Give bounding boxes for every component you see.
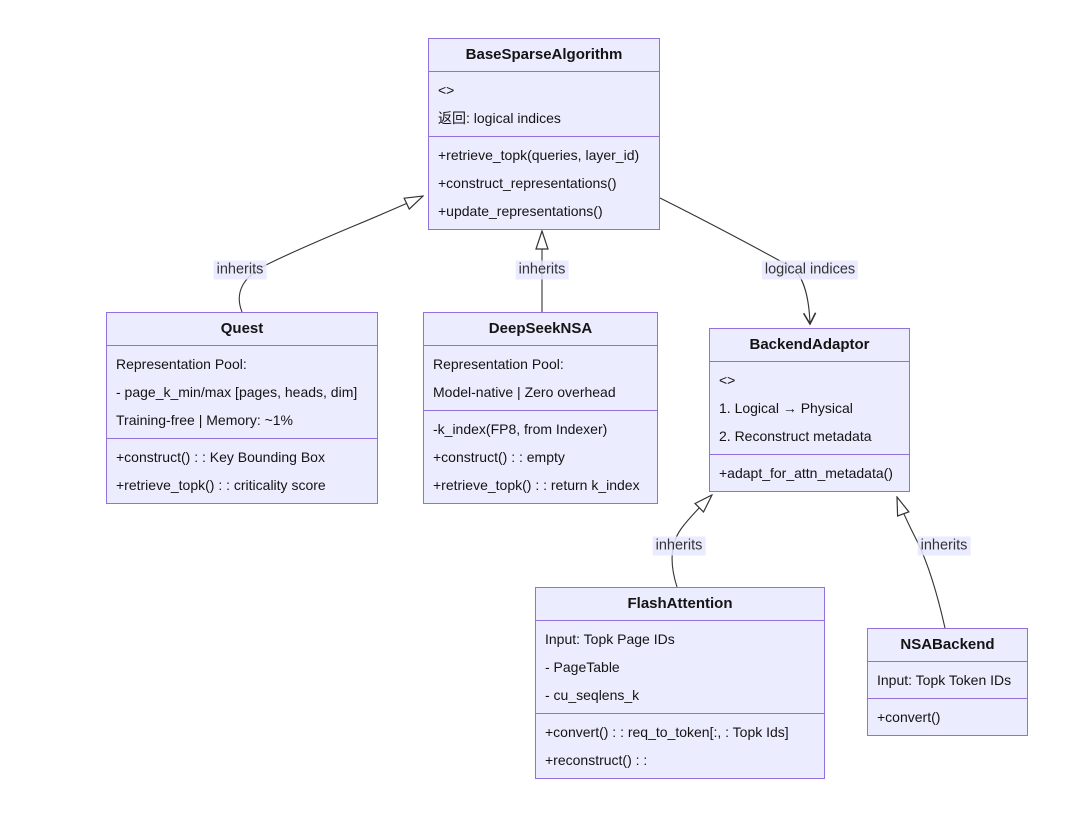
class-title: BackendAdaptor [749,336,870,353]
methods-section: +retrieve_topk(queries, layer_id) +const… [429,136,659,229]
class-attribute: - page_k_min/max [pages, heads, dim] [116,384,358,400]
class-box-flashattention: FlashAttention Input: Topk Page IDs - Pa… [535,587,825,779]
methods-section: +convert() [868,698,1027,735]
attributes-section: Representation Pool: - page_k_min/max [p… [107,345,377,438]
edge-quest-to-base [238,196,423,313]
class-annotation: <> [438,82,455,98]
class-box-deepseeknsa: DeepSeekNSA Representation Pool: Model-n… [423,312,658,504]
class-method: +construct_representations() [438,175,617,191]
class-attribute: - cu_seqlens_k [545,687,640,703]
class-method: +convert() [877,709,941,725]
attributes-section: Input: Topk Token IDs [868,661,1027,698]
class-attribute: 返回: logical indices [438,110,561,126]
class-attribute: - PageTable [545,659,620,675]
methods-section: +adapt_for_attn_metadata() [710,454,909,491]
class-attribute: Representation Pool: [433,356,564,372]
edge-flashattention-to-backendadaptor [671,495,712,588]
class-method: +reconstruct() : : [545,752,648,768]
class-box-backendadaptor: BackendAdaptor <> 1. Logical → Physical … [709,328,910,492]
class-method: +adapt_for_attn_metadata() [719,465,893,481]
class-title: DeepSeekNSA [488,320,593,337]
class-title: Quest [220,320,264,337]
class-attribute: 1. Logical → Physical [719,400,853,416]
edge-label-deepseeknsa-inherits: inherits [515,260,569,280]
attributes-section: Representation Pool: Model-native | Zero… [424,345,657,410]
edge-label-quest-inherits: inherits [213,260,267,280]
methods-section: +construct() : : Key Bounding Box +retri… [107,438,377,503]
methods-section: -k_index(FP8, from Indexer) +construct()… [424,410,657,503]
class-attribute: Input: Topk Page IDs [545,631,675,647]
class-annotation: <> [719,372,736,388]
attributes-section: <> 返回: logical indices [429,71,659,136]
edge-label-logical-indices: logical indices [761,260,859,280]
class-attribute: Model-native | Zero overhead [433,384,616,400]
class-box-quest: Quest Representation Pool: - page_k_min/… [106,312,378,504]
class-method: +retrieve_topk(queries, layer_id) [438,147,640,163]
class-method: +retrieve_topk() : : criticality score [116,477,326,493]
attributes-section: <> 1. Logical → Physical 2. Reconstruct … [710,361,909,454]
class-method: +convert() : : req_to_token[:, : Topk Id… [545,724,789,740]
class-attribute: Training-free | Memory: ~1% [116,412,294,428]
class-method: +construct() : : empty [433,449,565,465]
class-box-basesparsealgorithm: BaseSparseAlgorithm <> 返回: logical indic… [428,38,660,230]
class-method: +retrieve_topk() : : return k_index [433,477,640,493]
edge-nsabackend-to-backendadaptor [897,497,946,629]
class-method: -k_index(FP8, from Indexer) [433,421,608,437]
methods-section: +convert() : : req_to_token[:, : Topk Id… [536,713,824,778]
class-title: FlashAttention [627,595,733,612]
class-attribute: Representation Pool: [116,356,247,372]
edge-label-nsabackend-inherits: inherits [917,536,971,556]
class-box-nsabackend: NSABackend Input: Topk Token IDs +conver… [867,628,1028,736]
class-attribute: 2. Reconstruct metadata [719,428,872,444]
class-method: +construct() : : Key Bounding Box [116,449,325,465]
class-method: +update_representations() [438,203,603,219]
class-title: BaseSparseAlgorithm [465,46,623,63]
class-title: NSABackend [900,636,995,653]
class-attribute: Input: Topk Token IDs [877,672,1012,688]
attributes-section: Input: Topk Page IDs - PageTable - cu_se… [536,620,824,713]
edge-label-flashattention-inherits: inherits [652,536,706,556]
